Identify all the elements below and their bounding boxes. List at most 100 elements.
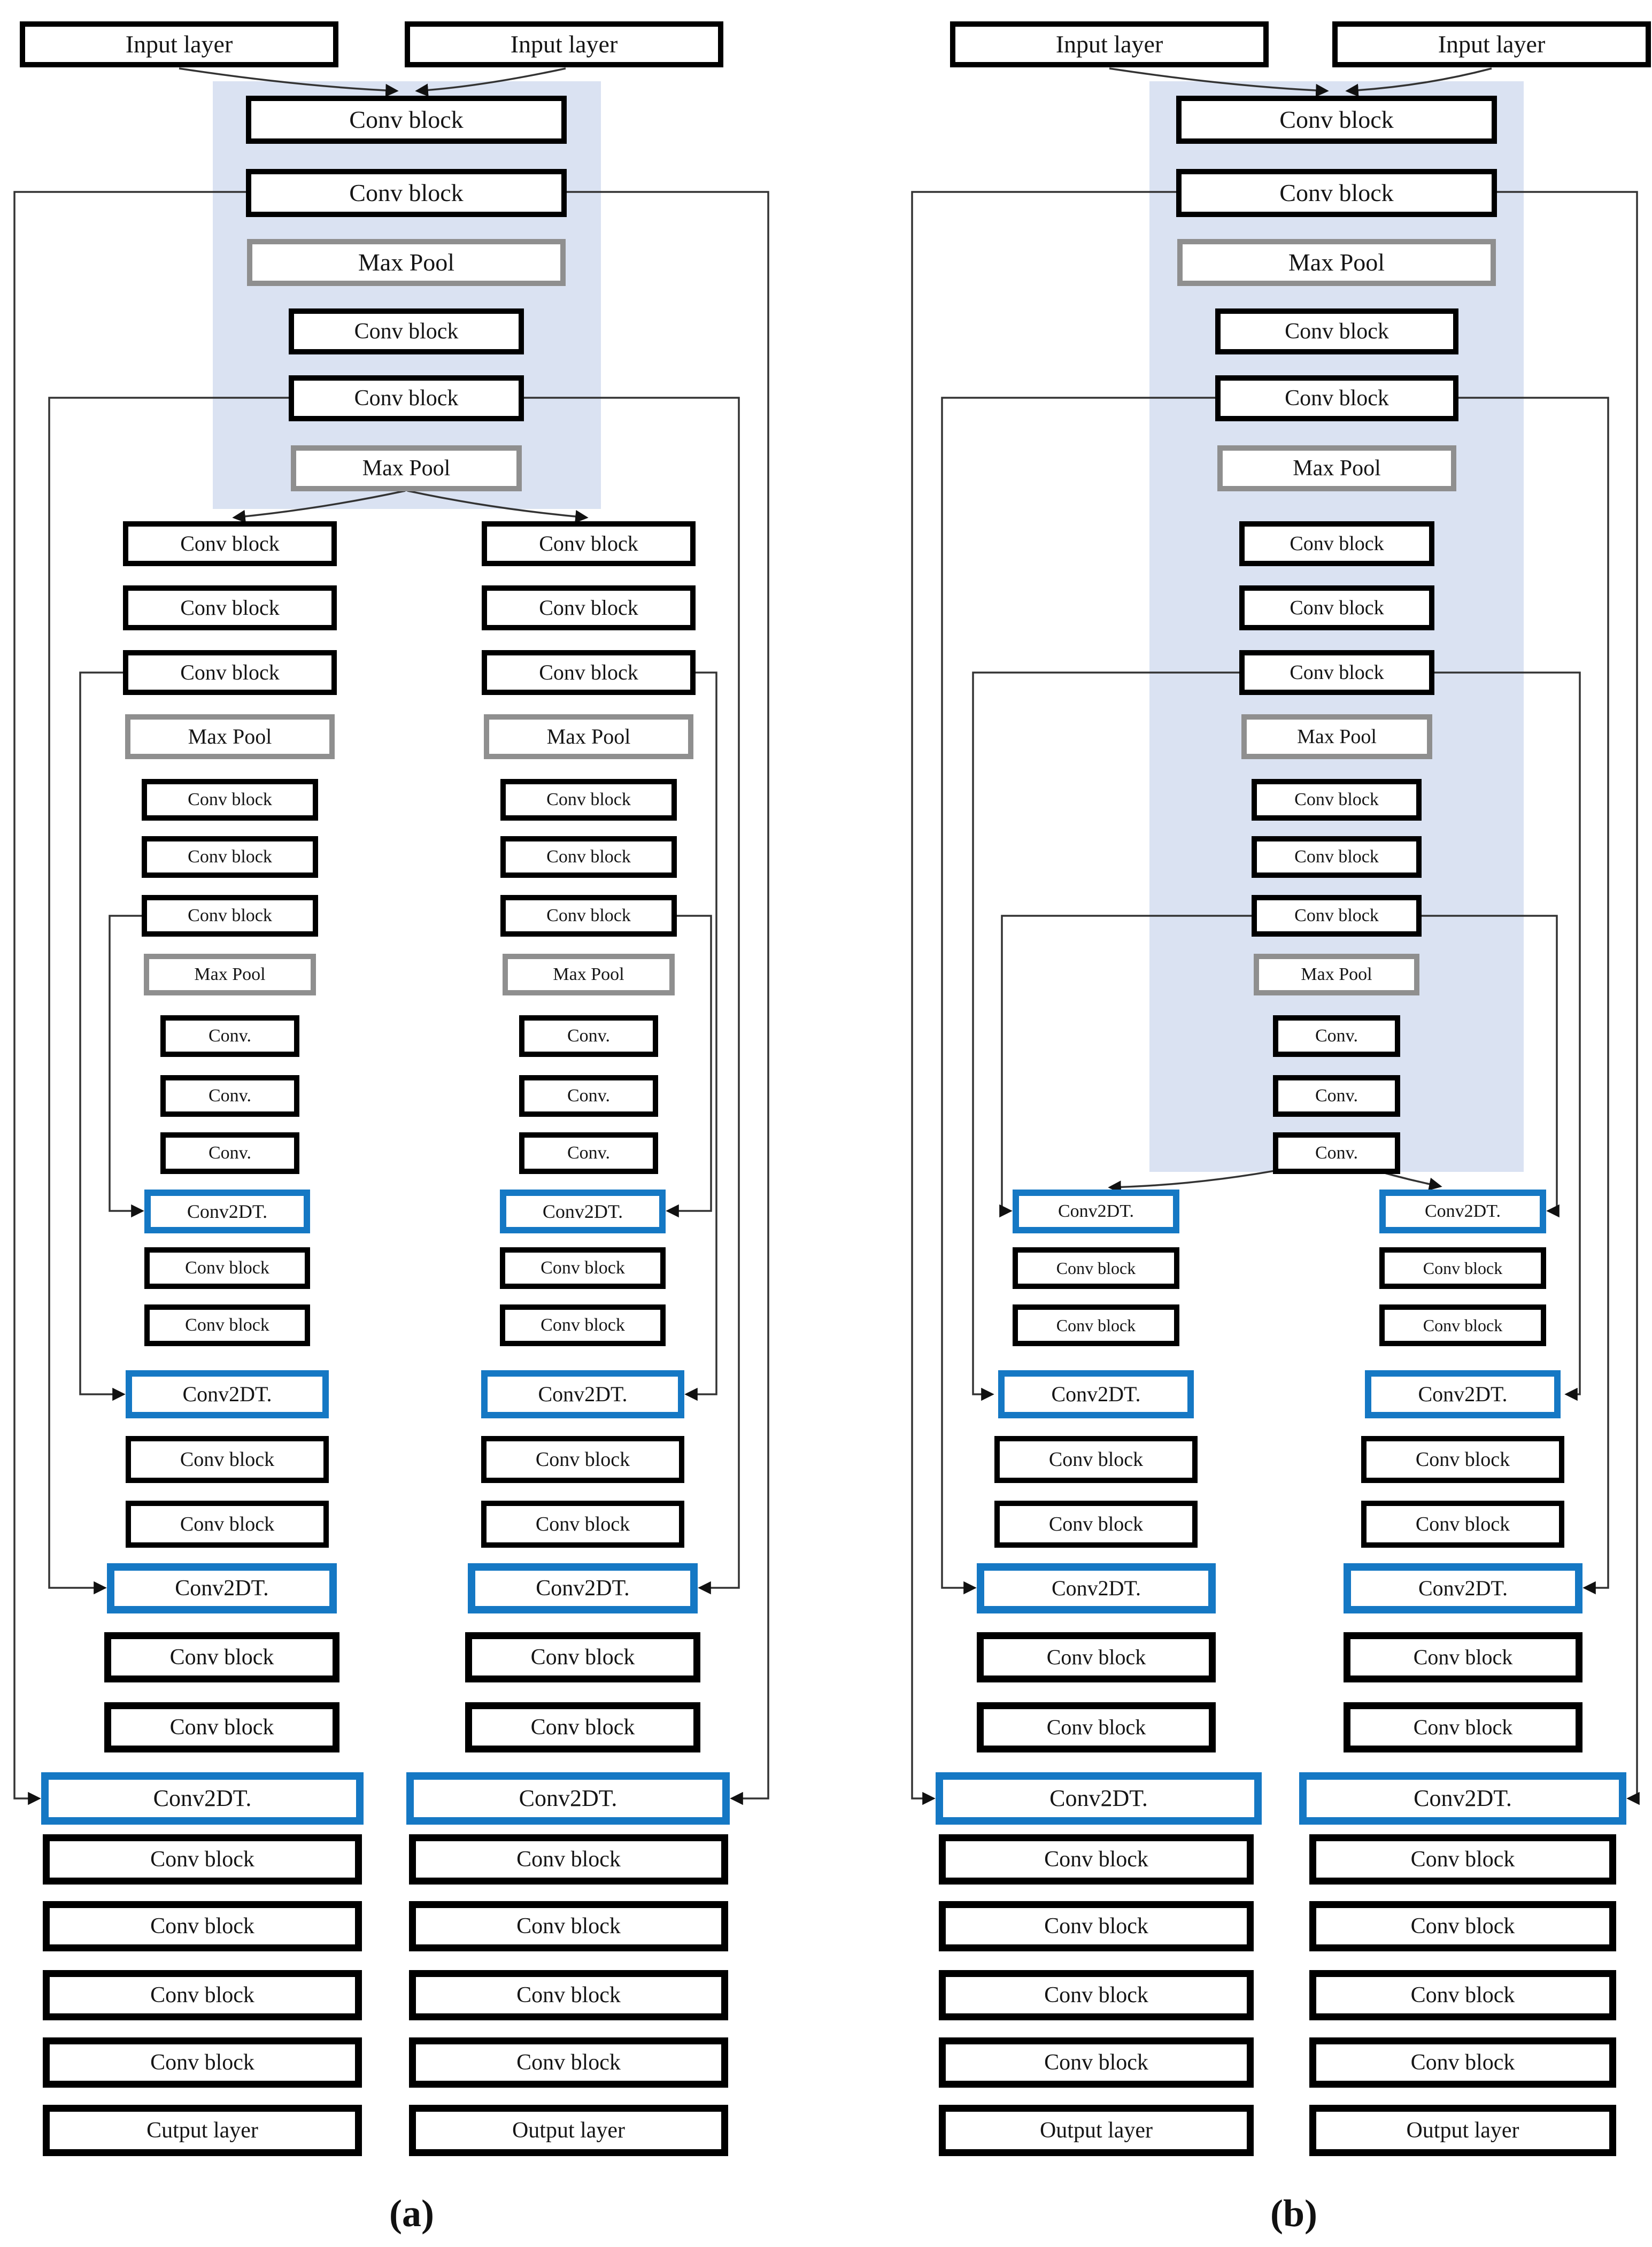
conv-box: Conv.: [160, 1132, 299, 1174]
conv-block-box: Conv block: [1252, 895, 1422, 937]
panel-a-caption: (a): [389, 2191, 434, 2235]
conv2dt-box: Conv2DT.: [481, 1370, 684, 1418]
conv-block-box: Conv block: [123, 650, 337, 695]
conv-block-box: Conv block: [144, 1304, 310, 1346]
conv-block-box: Conv block: [500, 1247, 666, 1289]
conv2dt-box: Conv2DT.: [1344, 1563, 1582, 1613]
skip-connection-line: [109, 915, 144, 1218]
input-merge-arrow: [415, 67, 566, 97]
max-pool-box: Max Pool: [484, 714, 693, 759]
conv-block-box: Conv block: [104, 1632, 339, 1682]
conv-block-box: Conv block: [994, 1436, 1198, 1483]
max-pool-box: Max Pool: [247, 239, 566, 286]
skip-connection-line: [48, 397, 289, 1595]
conv2dt-box: Conv2DT.: [468, 1563, 698, 1613]
branch-split-arrow: [232, 490, 406, 523]
conv-block-box: Conv block: [465, 1632, 700, 1682]
conv-block-box: Conv block: [1361, 1436, 1564, 1483]
conv2dt-box: Conv2DT.: [41, 1772, 364, 1825]
conv-block-box: Conv block: [126, 1436, 329, 1483]
conv2dt-box: Conv2DT.: [1379, 1190, 1546, 1233]
conv2dt-box: Conv2DT.: [500, 1190, 666, 1233]
conv2dt-box: Conv2DT.: [107, 1563, 337, 1613]
max-pool-box: Max Pool: [1254, 954, 1419, 995]
conv-block-box: Conv block: [481, 1436, 684, 1483]
skip-connection-line: [1458, 397, 1609, 1595]
conv-block-box: Conv block: [500, 779, 677, 821]
conv-block-box: Conv block: [939, 1970, 1254, 2020]
conv-block-box: Conv block: [123, 585, 337, 630]
conv-block-box: Conv block: [1379, 1247, 1546, 1289]
conv-block-box: Conv block: [481, 1501, 684, 1548]
conv-block-box: Conv block: [123, 521, 337, 566]
skip-connection-line: [911, 191, 1176, 1805]
conv2dt-box: Conv2DT.: [998, 1370, 1194, 1418]
conv-block-box: Conv block: [1309, 1901, 1616, 1951]
conv-block-box: Conv block: [1239, 650, 1434, 695]
conv-block-box: Conv block: [994, 1501, 1198, 1548]
skip-connection-line: [1434, 671, 1581, 1401]
conv-block-box: Conv block: [1309, 1834, 1616, 1885]
conv2dt-box: Conv2DT.: [144, 1190, 310, 1233]
branch-split-arrow: [407, 490, 589, 523]
conv-block-box: Conv block: [144, 1247, 310, 1289]
conv-block-box: Conv block: [1309, 1970, 1616, 2020]
conv2dt-box: Conv2DT.: [936, 1772, 1262, 1825]
conv-block-box: Conv block: [1309, 2037, 1616, 2088]
max-pool-box: Max Pool: [291, 445, 522, 491]
conv2dt-box: Conv2DT.: [1013, 1190, 1179, 1233]
skip-connection-line: [13, 191, 246, 1805]
max-pool-box: Max Pool: [125, 714, 335, 759]
conv-block-box: Conv block: [465, 1702, 700, 1752]
conv2dt-box: Conv2DT.: [1365, 1370, 1561, 1418]
output-layer-box: Cutput layer: [43, 2105, 362, 2156]
conv-block-box: Conv block: [1176, 169, 1497, 217]
conv-block-box: Conv block: [126, 1501, 329, 1548]
conv-block-box: Conv block: [142, 895, 318, 937]
skip-connection-line: [567, 191, 769, 1805]
conv-box: Conv.: [160, 1075, 299, 1117]
conv-box: Conv.: [519, 1132, 658, 1174]
max-pool-box: Max Pool: [1177, 239, 1496, 286]
skip-connection-line: [941, 397, 1215, 1595]
conv2dt-box: Conv2DT.: [126, 1370, 329, 1418]
conv-block-box: Conv block: [43, 1970, 362, 2020]
skip-connection-line: [1422, 915, 1560, 1218]
input-layer-box: Input layer: [20, 21, 338, 67]
conv-block-box: Conv block: [1239, 521, 1434, 566]
skip-connection-line: [999, 915, 1252, 1218]
input-layer-box: Input layer: [405, 21, 723, 67]
conv-block-box: Conv block: [482, 585, 696, 630]
conv-box: Conv.: [1273, 1132, 1400, 1174]
skip-connection-line: [666, 915, 712, 1218]
input-merge-arrow: [179, 67, 399, 97]
conv-block-box: Conv block: [289, 375, 524, 421]
conv-block-box: Conv block: [977, 1632, 1216, 1682]
conv-block-box: Conv block: [289, 308, 524, 354]
conv-box: Conv.: [519, 1015, 658, 1057]
output-layer-box: Output layer: [939, 2105, 1254, 2156]
conv-box: Conv.: [519, 1075, 658, 1117]
conv-block-box: Conv block: [939, 2037, 1254, 2088]
conv-block-box: Conv block: [1252, 779, 1422, 821]
conv-block-box: Conv block: [409, 1901, 728, 1951]
conv-block-box: Conv block: [104, 1702, 339, 1752]
conv-block-box: Conv block: [1013, 1304, 1179, 1346]
shared-encoder-highlight-a: [213, 81, 601, 509]
conv-block-box: Conv block: [1252, 836, 1422, 878]
conv2dt-box: Conv2DT.: [1299, 1772, 1626, 1825]
conv-block-box: Conv block: [1239, 585, 1434, 630]
conv-block-box: Conv block: [482, 521, 696, 566]
conv-block-box: Conv block: [43, 1834, 362, 1885]
input-layer-box: Input layer: [1332, 21, 1651, 67]
conv-block-box: Conv block: [1013, 1247, 1179, 1289]
conv-block-box: Conv block: [1344, 1632, 1582, 1682]
skip-connection-line: [1497, 191, 1640, 1805]
conv-block-box: Conv block: [246, 169, 567, 217]
conv-block-box: Conv block: [500, 1304, 666, 1346]
conv-box: Conv.: [1273, 1015, 1400, 1057]
conv-block-box: Conv block: [500, 895, 677, 937]
conv-block-box: Conv block: [43, 2037, 362, 2088]
conv-block-box: Conv block: [977, 1702, 1216, 1752]
